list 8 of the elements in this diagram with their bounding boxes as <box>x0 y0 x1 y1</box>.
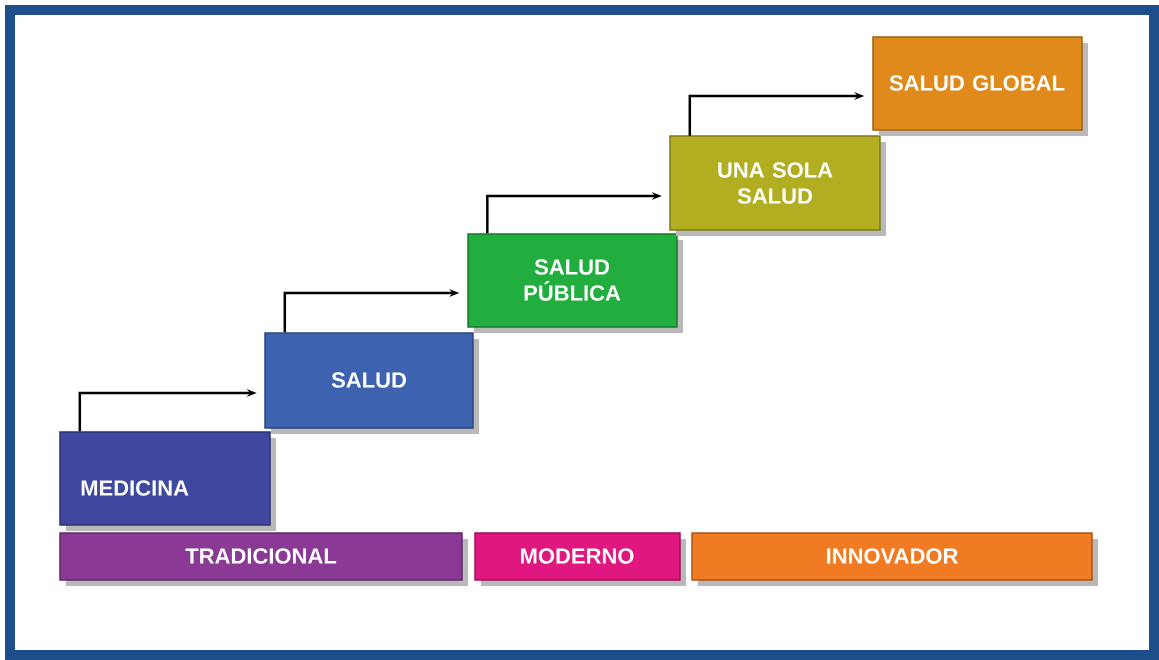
era-band: TRADICIONAL <box>59 532 468 586</box>
step-box: SALUD PÚBLICA <box>467 233 683 333</box>
step-box: MEDICINA <box>59 431 276 531</box>
step-box: SALUD <box>264 332 479 434</box>
era-band: MODERNO <box>474 532 686 586</box>
step-box: SALUD GLOBAL <box>872 36 1088 136</box>
step-box: UNA SOLA SALUD <box>669 135 886 236</box>
era-band: INNOVADOR <box>691 532 1098 586</box>
